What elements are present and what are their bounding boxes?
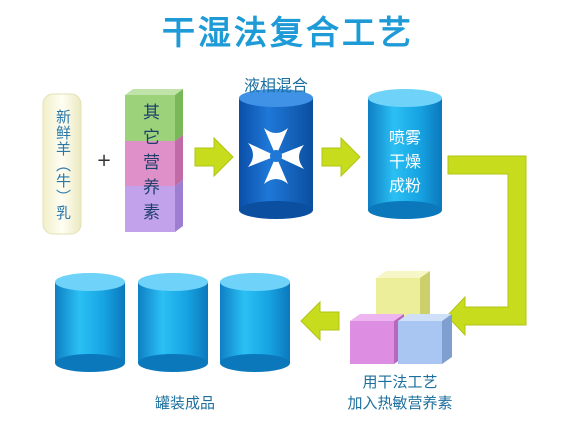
spray-cylinder [368, 89, 442, 219]
mix-label: 液相混合 [243, 76, 308, 95]
diagram-title: 干湿法复合工艺 [162, 13, 414, 52]
arrow-to-mix [194, 136, 234, 178]
spray-label-line-3: 成粉 [388, 176, 421, 195]
spray-label-line-2: 干燥 [388, 152, 421, 171]
spray-label-line-1: 喷雾 [388, 128, 421, 147]
arrow-to-dry-process [446, 155, 527, 337]
arrow-to-spray [321, 136, 361, 178]
spray-label: 喷雾 干燥 成粉 [368, 126, 442, 198]
dry-process-label-line-1: 用干法工艺 [362, 373, 438, 391]
nutrient-cube-stack [125, 89, 183, 232]
dry-process-cube-cluster [350, 271, 452, 364]
final-can-2 [138, 273, 208, 372]
final-label: 罐装成品 [154, 394, 215, 412]
milk-label: 新鲜羊（牛）乳 [54, 109, 72, 221]
dry-process-label: 用干法工艺 加入热敏营养素 [330, 372, 470, 414]
arrow-to-final [300, 300, 340, 342]
milk-container [42, 93, 82, 235]
final-can-1 [55, 273, 125, 372]
dry-process-label-line-2: 加入热敏营养素 [347, 394, 453, 412]
final-can-3 [220, 273, 290, 372]
mixing-swirl-icon [248, 128, 304, 184]
nutrients-label: 其它营养素 [139, 102, 159, 228]
plus-sign: + [96, 150, 112, 171]
